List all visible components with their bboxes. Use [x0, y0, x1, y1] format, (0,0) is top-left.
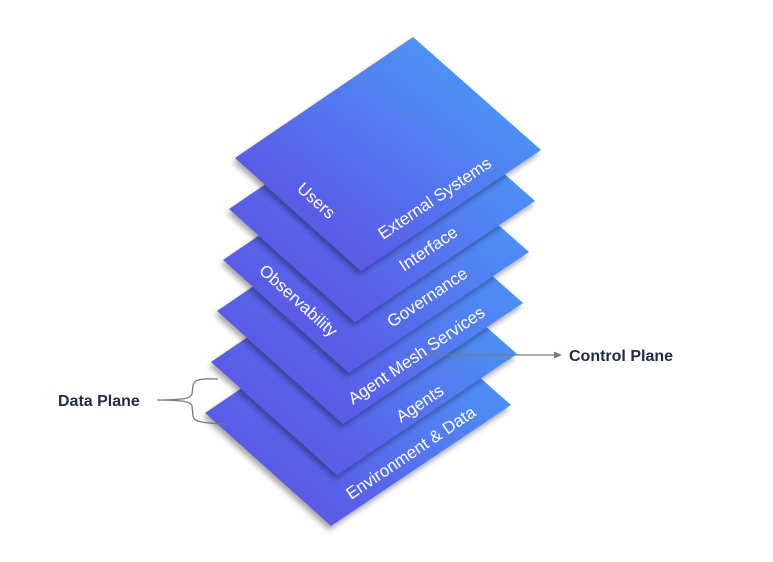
- control-plane-label: Control Plane: [569, 348, 673, 365]
- arrowhead-icon: [554, 351, 562, 359]
- layer-plate: [235, 37, 541, 271]
- data-plane-label: Data Plane: [58, 393, 140, 410]
- data-plane-brace: [156, 378, 227, 425]
